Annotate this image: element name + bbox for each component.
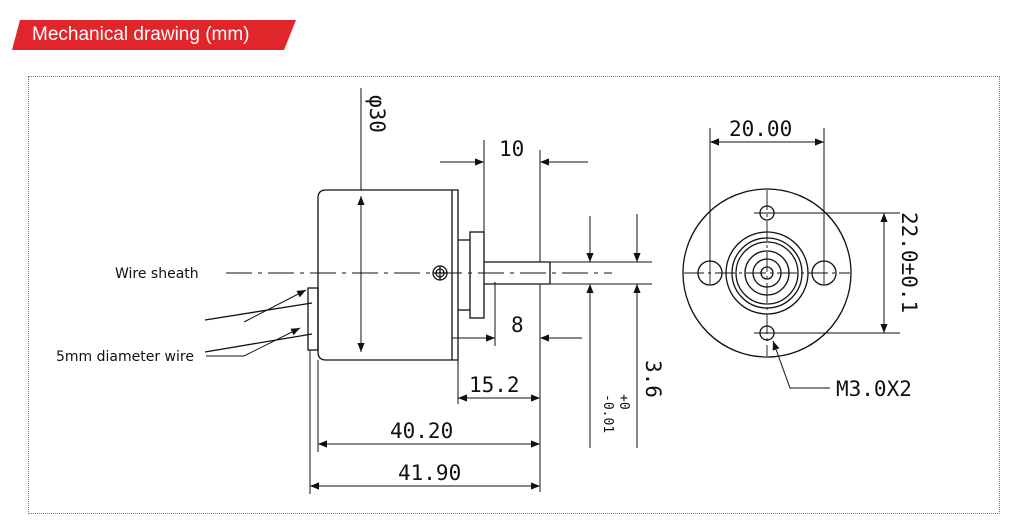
drawing-frame	[28, 76, 1000, 514]
dim-hole-spacing-horizontal: 20.00	[729, 117, 792, 141]
cable-lower-edge	[204, 333, 313, 353]
dim-shaft-length: 15.2	[469, 373, 520, 397]
screw-callout-leader	[772, 340, 830, 389]
dim-hole-spacing-vertical: 22.0±0.1	[897, 212, 921, 313]
wire-sheath-leader	[243, 289, 307, 323]
front-view	[682, 128, 900, 389]
pilot-flange	[469, 231, 485, 319]
screw-callout: M3.0X2	[836, 377, 912, 401]
dim-tolerance-lower: -0.01	[600, 394, 615, 433]
encoder-body	[317, 189, 459, 361]
cable-sheath-ring	[307, 287, 319, 351]
dim-shaft-to-face: 8	[511, 313, 524, 337]
front-outer-circle	[682, 188, 852, 358]
dim-flange-thickness: 10	[499, 137, 524, 161]
dim-shaft-diameter: 3.6	[641, 360, 665, 398]
dim-body-diameter: φ30	[365, 95, 389, 133]
dim-overall-length: 41.90	[398, 461, 461, 485]
section-header-tab: Mechanical drawing (mm)	[12, 20, 296, 50]
header-tab-shape	[12, 20, 296, 50]
cable-upper-edge	[204, 302, 313, 321]
screw-symbol	[432, 265, 448, 281]
side-view	[204, 88, 652, 494]
section-title: Mechanical drawing (mm)	[32, 24, 250, 45]
dim-body-length: 40.20	[390, 419, 453, 443]
wire-sheath-label: Wire sheath	[115, 266, 199, 282]
wire-leader	[206, 327, 301, 357]
dim-tolerance-upper: +0	[616, 394, 631, 410]
wire-diameter-label: 5mm diameter wire	[56, 349, 194, 365]
